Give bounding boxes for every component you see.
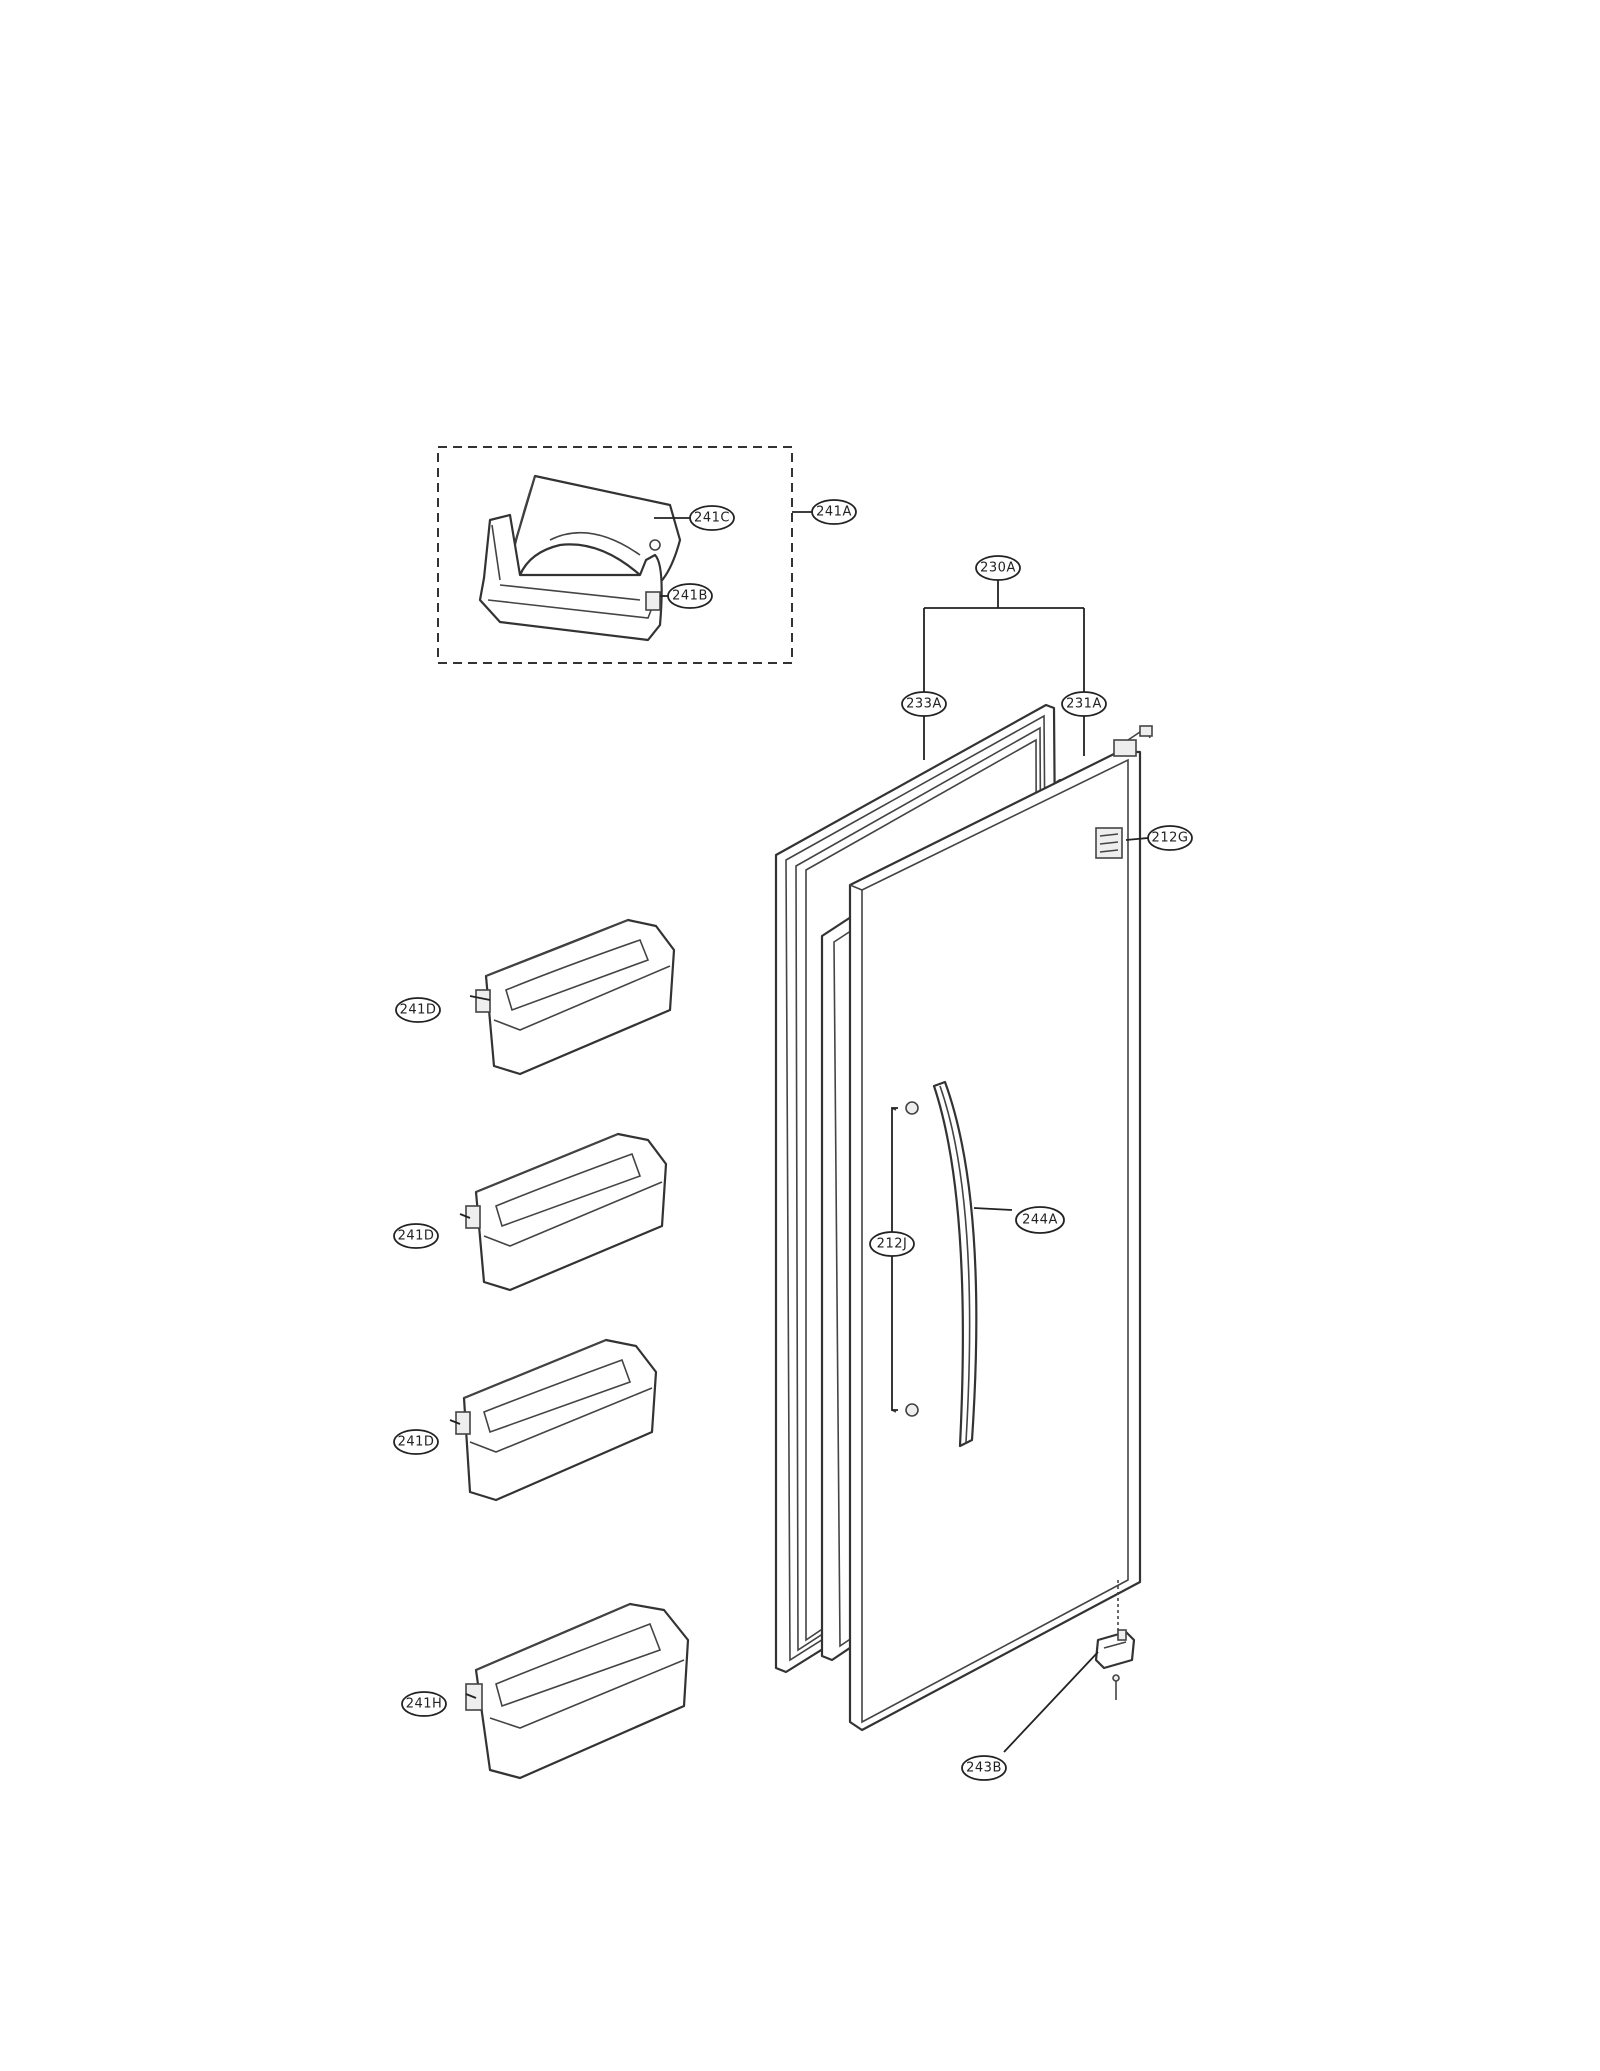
callout-243B: 243B xyxy=(961,1755,1007,1781)
bottom-hinge xyxy=(1094,1580,1136,1700)
svg-text:241A: 241A xyxy=(816,505,852,520)
door-handle xyxy=(932,1080,978,1448)
svg-text:241B: 241B xyxy=(672,589,708,604)
callout-241D-2: 241D xyxy=(393,1223,439,1249)
leader-lines xyxy=(449,511,1149,1753)
svg-text:241C: 241C xyxy=(694,511,730,526)
svg-text:233A: 233A xyxy=(906,697,942,712)
door-bin-3 xyxy=(455,1338,658,1502)
callout-241B: 241B xyxy=(667,583,713,609)
door-bin-1 xyxy=(475,918,676,1076)
callout-241D-3: 241D xyxy=(393,1429,439,1455)
door-bin-4 xyxy=(465,1602,690,1780)
svg-text:230A: 230A xyxy=(980,561,1016,576)
callout-212J: 212J xyxy=(869,1231,915,1257)
svg-text:241H: 241H xyxy=(406,1697,443,1712)
door-bin-2 xyxy=(465,1132,668,1292)
callout-241H: 241H xyxy=(401,1691,447,1717)
door-panel xyxy=(848,725,1153,1732)
callout-244A: 244A xyxy=(1015,1206,1065,1234)
dairy-bin-assembly xyxy=(478,474,682,642)
callout-212G: 212G xyxy=(1147,825,1193,851)
callout-230A: 230A xyxy=(975,555,1021,581)
callout-241D-1: 241D xyxy=(395,997,441,1023)
svg-text:243B: 243B xyxy=(966,1761,1002,1776)
svg-text:212G: 212G xyxy=(1152,831,1189,846)
svg-text:244A: 244A xyxy=(1022,1213,1058,1228)
callout-241A: 241A xyxy=(811,499,857,525)
svg-text:212J: 212J xyxy=(877,1237,908,1252)
svg-text:241D: 241D xyxy=(400,1003,437,1018)
callout-233A: 233A xyxy=(901,691,947,717)
callout-241C: 241C xyxy=(689,505,735,531)
svg-text:231A: 231A xyxy=(1066,697,1102,712)
svg-text:241D: 241D xyxy=(398,1435,435,1450)
svg-text:241D: 241D xyxy=(398,1229,435,1244)
callout-231A: 231A xyxy=(1061,691,1107,717)
